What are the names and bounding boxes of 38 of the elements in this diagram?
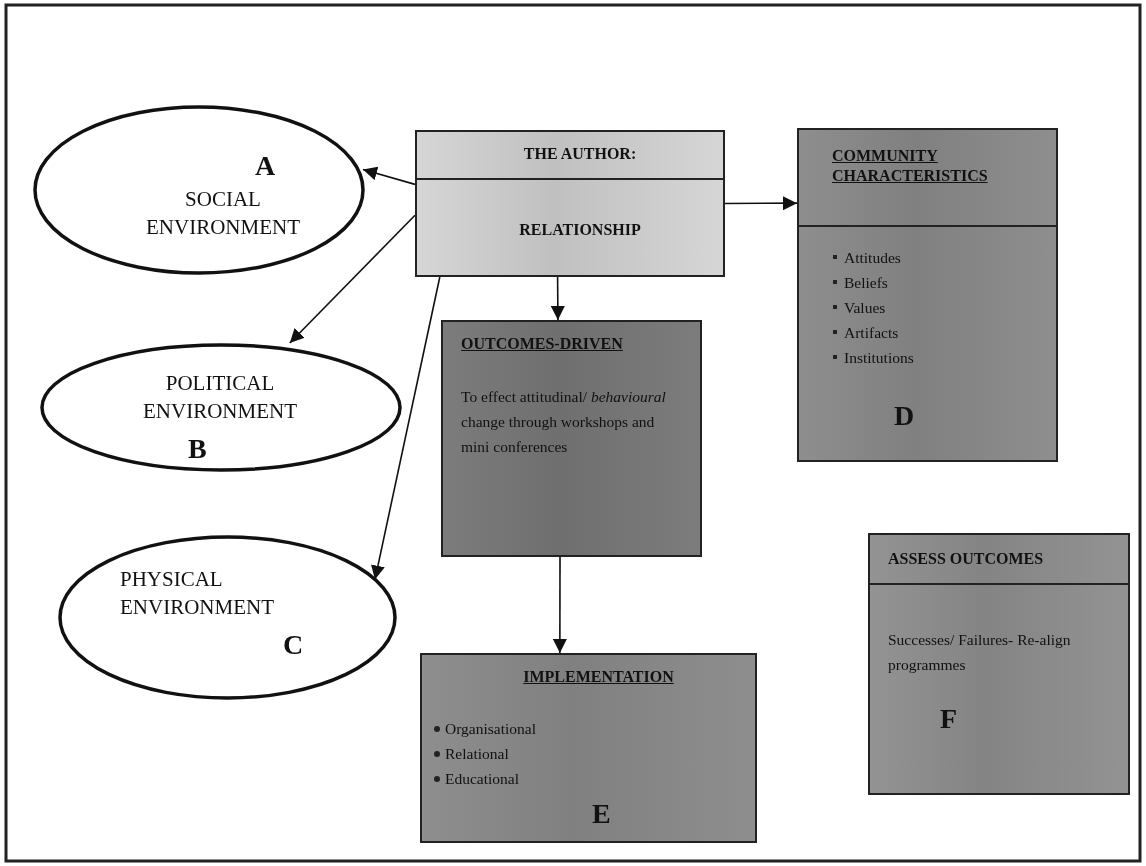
bullet-item: Relational (445, 744, 509, 764)
node-letter: F (940, 703, 959, 735)
bullet-item: Beliefs (844, 273, 888, 293)
assess-box (868, 533, 1130, 795)
node-label: PHYSICAL ENVIRONMENT (120, 566, 275, 621)
node-label: SOCIAL ENVIRONMENT (145, 186, 301, 241)
arrow (724, 196, 798, 211)
box-heading: RELATIONSHIP (518, 220, 642, 240)
node-letter: C (283, 629, 305, 661)
node-letter: B (188, 433, 208, 465)
environment-ellipse (40, 343, 402, 472)
environment-ellipse (33, 105, 365, 275)
box-heading: OUTCOMES-DRIVEN (461, 334, 624, 354)
bullet-item: Attitudes (844, 248, 901, 268)
bullet-item: Values (844, 298, 886, 318)
arrow (552, 556, 567, 654)
box-heading: THE AUTHOR: (522, 144, 638, 164)
box-heading: ASSESS OUTCOMES (888, 549, 1045, 569)
box-body: Successes/ Failures- Re-align programmes (888, 630, 1072, 675)
node-letter: A (255, 150, 277, 182)
bullet-item: Organisational (445, 719, 536, 739)
box-heading: IMPLEMENTATION (522, 667, 675, 687)
environment-ellipse (58, 535, 397, 700)
node-letter: D (894, 400, 916, 432)
box-body: To effect attitudinal/ behavioural change through workshops and mini conferences (461, 387, 667, 457)
box-heading: COMMUNITY CHARACTERISTICS (832, 146, 989, 186)
node-label: POLITICAL ENVIRONMENT (142, 370, 298, 425)
outcomes-box (441, 320, 702, 557)
bullet-item: Educational (445, 769, 520, 789)
arrow (362, 166, 416, 186)
author-box (415, 130, 725, 277)
arrow (288, 214, 416, 344)
community-box (797, 128, 1058, 462)
bullet-item: Artifacts (844, 323, 899, 343)
implementation-box (420, 653, 757, 843)
arrow (550, 276, 565, 321)
bullet-item: Institutions (844, 348, 914, 368)
node-letter: E (592, 798, 612, 830)
